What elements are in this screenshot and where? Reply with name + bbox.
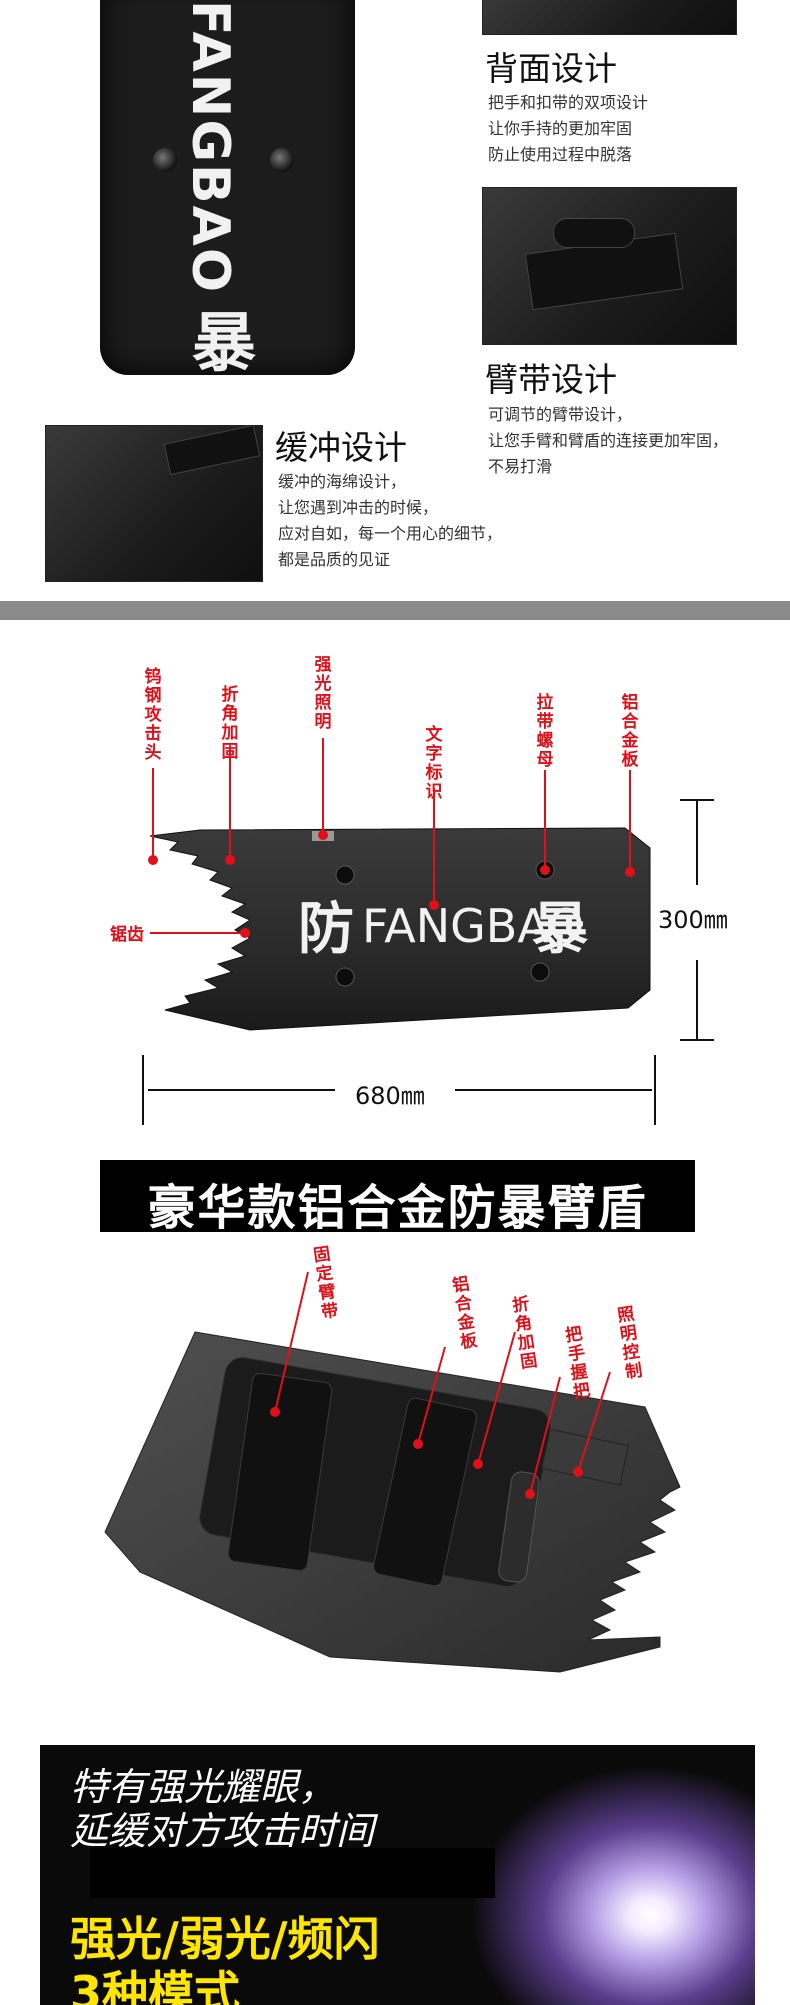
buffer-design-title: 缓冲设计 xyxy=(275,428,407,467)
shield-logo-text: FANGBAO 暴 xyxy=(170,0,270,384)
shield-bolt xyxy=(335,967,355,987)
shield-logo-left: 防 xyxy=(298,897,354,962)
label-strap-nut: 拉带螺母 xyxy=(536,693,554,770)
shield-bolt xyxy=(335,865,355,885)
shield-bolt xyxy=(530,962,550,982)
shield-logo-right: 暴 xyxy=(532,897,588,962)
label-text-logo: 文字标识 xyxy=(425,725,443,802)
buffer-design-text: 缓冲的海绵设计， 让您遇到冲击的时候， 应对自如，每一个用心的细节， 都是品质的… xyxy=(278,469,502,573)
section-divider xyxy=(0,601,790,620)
handle-grip xyxy=(498,1471,540,1583)
back-design-title: 背面设计 xyxy=(485,49,617,88)
back-shield-diagram xyxy=(104,1271,681,1673)
back-design-line: 防止使用过程中脱落 xyxy=(488,145,633,164)
back-design-text: 把手和扣带的双项设计 让你手持的更加牢固 防止使用过程中脱落 xyxy=(488,90,648,168)
light-promo-panel: 特有强光耀眼， 延缓对方攻击时间 强光/弱光/频闪 3种模式 xyxy=(40,1745,755,2005)
width-dimension: 680㎜ xyxy=(355,1082,425,1110)
promo-black-bar xyxy=(90,1848,495,1898)
arm-design-title: 臂带设计 xyxy=(485,360,617,399)
arm-design-line: 可调节的臂带设计， xyxy=(488,405,633,424)
shield-logo-latin: FANGBAO xyxy=(180,0,240,295)
front-shield-diagram: 防 FANGBAO 暴 xyxy=(142,738,714,1125)
arm-design-line: 不易打滑 xyxy=(488,457,553,476)
arm-design-line: 让您手臂和臂盾的连接更加牢固， xyxy=(488,431,729,450)
product-banner: 豪华款铝合金防暴臂盾 xyxy=(100,1160,695,1236)
back-design-line: 让你手持的更加牢固 xyxy=(488,119,633,138)
shield-bolt xyxy=(153,148,177,172)
buffer-pad-photo xyxy=(45,425,263,582)
label-corner-reinforce: 折角加固 xyxy=(221,685,239,762)
label-aluminum-plate: 铝合金板 xyxy=(621,693,639,770)
arm-design-text: 可调节的臂带设计， 让您手臂和臂盾的连接更加牢固， 不易打滑 xyxy=(488,402,728,480)
arm-strap xyxy=(227,1372,333,1572)
label-saw-teeth: 锯齿 xyxy=(110,925,144,945)
back-design-line: 把手和扣带的双项设计 xyxy=(488,93,649,112)
height-dimension: 300㎜ xyxy=(658,906,728,934)
shield-body xyxy=(149,827,651,1031)
buffer-design-line: 缓冲的海绵设计， xyxy=(278,472,407,491)
buffer-design-line: 让您遇到冲击的时候， xyxy=(278,498,439,517)
promo-modes-line-2: 3种模式 xyxy=(70,1966,241,2005)
promo-modes-line-1: 强光/弱光/频闪 xyxy=(70,1912,380,1966)
back-design-photo xyxy=(482,0,737,35)
buffer-design-line: 都是品质的见证 xyxy=(278,550,391,569)
shield-logo-latin: FANGBAO xyxy=(362,899,584,953)
arm-strap xyxy=(373,1397,477,1587)
shield-logo-cjk: 暴 xyxy=(192,307,256,382)
buffer-design-line: 应对自如，每一个用心的细节， xyxy=(278,524,503,543)
label-tungsten-tip: 钨钢攻击头 xyxy=(144,667,162,763)
shield-bolt xyxy=(270,148,294,172)
promo-line-1: 特有强光耀眼， xyxy=(70,1765,337,1809)
light-flare xyxy=(470,1765,755,2005)
shield-front-photo xyxy=(100,0,355,375)
product-banner-text: 豪华款铝合金防暴臂盾 xyxy=(147,1180,648,1236)
arm-strap-photo xyxy=(482,187,737,345)
promo-line-2: 延缓对方攻击时间 xyxy=(70,1809,375,1853)
label-strong-light: 强光照明 xyxy=(314,655,332,732)
